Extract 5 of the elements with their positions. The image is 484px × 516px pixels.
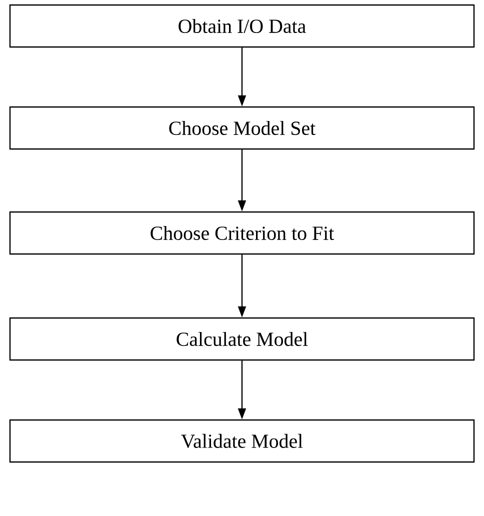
process-box: Obtain I/O Data [9,4,475,48]
process-box: Validate Model [9,419,475,463]
process-box: Choose Criterion to Fit [9,211,475,255]
process-box: Choose Model Set [9,106,475,150]
process-box: Calculate Model [9,317,475,361]
